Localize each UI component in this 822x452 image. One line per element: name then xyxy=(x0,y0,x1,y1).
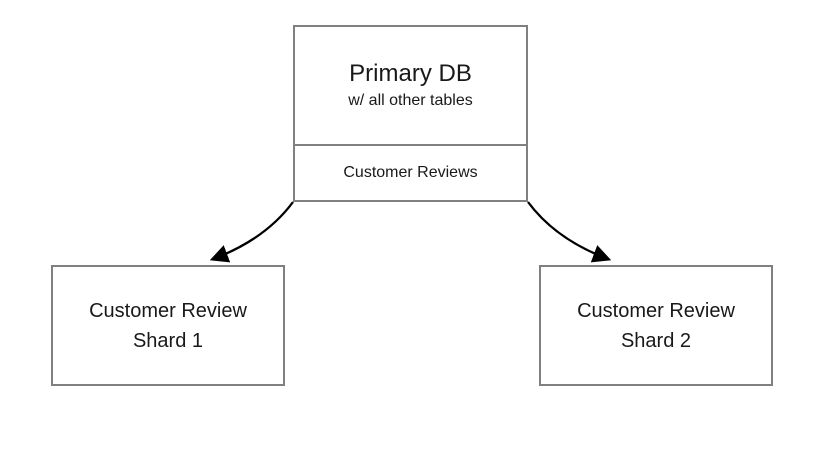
primary-db-main-section: Primary DB w/ all other tables xyxy=(295,27,526,144)
customer-reviews-section: Customer Reviews xyxy=(295,144,526,200)
shard-2-label-line1: Customer Review xyxy=(577,299,735,322)
shard-2-label-line2: Shard 2 xyxy=(620,329,692,352)
shard-2-label: Customer Review Shard 2 xyxy=(577,296,735,356)
shard-1-label: Customer Review Shard 1 xyxy=(89,296,247,356)
shard-2-node: Customer Review Shard 2 xyxy=(539,265,773,386)
customer-reviews-label: Customer Reviews xyxy=(343,164,478,181)
primary-db-title: Primary DB xyxy=(349,60,472,88)
arrow-to-shard-1 xyxy=(209,201,294,263)
shard-1-node: Customer Review Shard 1 xyxy=(51,265,285,386)
primary-db-subtitle: w/ all other tables xyxy=(348,91,473,109)
arrow-to-shard-2 xyxy=(527,201,612,263)
primary-db-node: Primary DB w/ all other tables Customer … xyxy=(293,25,528,202)
shard-1-label-line2: Shard 1 xyxy=(132,329,204,352)
shard-1-label-line1: Customer Review xyxy=(89,299,247,322)
